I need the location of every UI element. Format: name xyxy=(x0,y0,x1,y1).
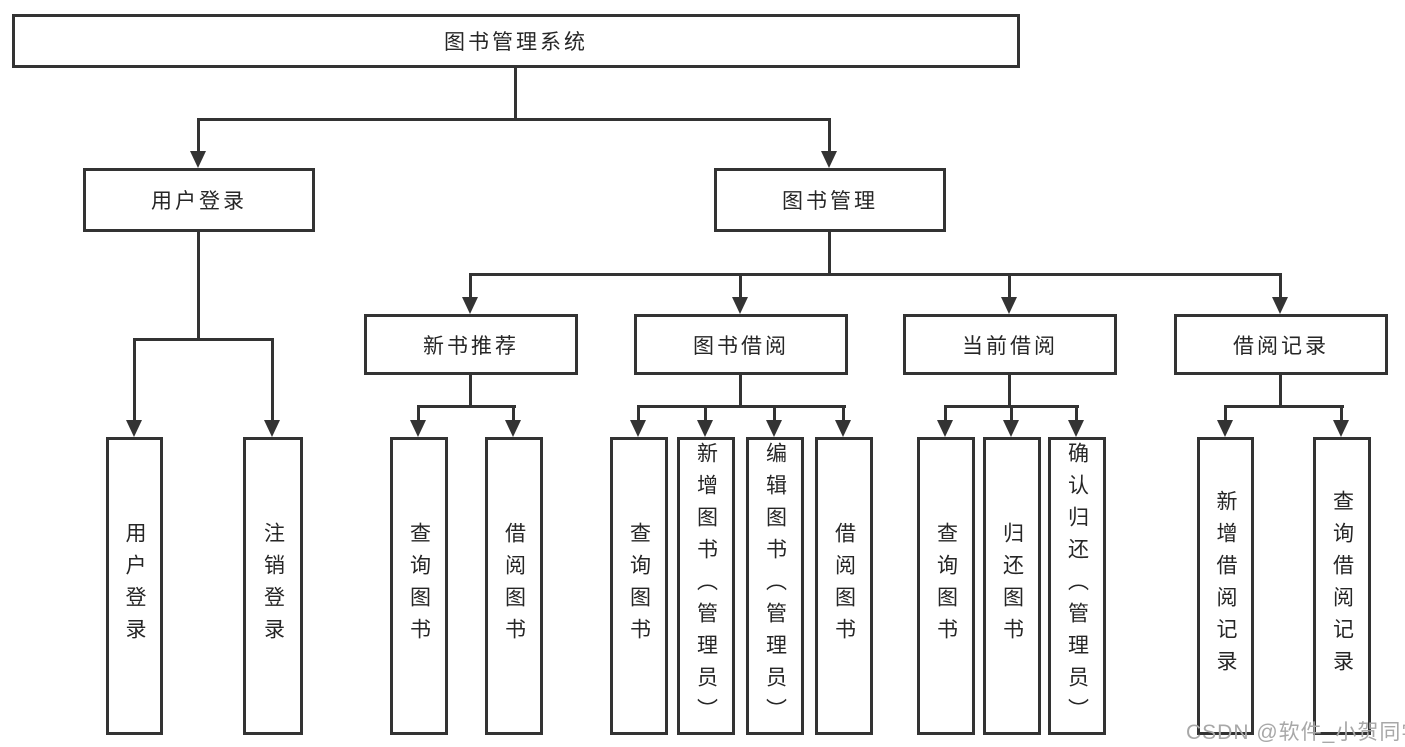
arrowhead-current-borrow xyxy=(1001,297,1017,314)
arrowhead-bb-edit xyxy=(766,420,782,437)
connector-drop-br-query xyxy=(1340,405,1343,424)
leaf-label: 查询借阅记录 xyxy=(1330,490,1354,682)
arrowhead-bb-borrow xyxy=(835,420,851,437)
connector-book-mgmt-stub xyxy=(828,232,831,276)
connector-user-login-bus xyxy=(133,338,274,341)
node-library-management-system: 图书管理系统 xyxy=(12,14,1020,68)
leaf-bb-edit-books-admin: 编辑图书（管理员） xyxy=(746,437,804,735)
leaf-label: 查询图书 xyxy=(407,522,431,650)
connector-drop-bb-query xyxy=(637,405,640,424)
leaf-bb-borrow-books: 借阅图书 xyxy=(815,437,873,735)
connector-drop-br-add xyxy=(1224,405,1227,424)
leaf-label: 查询图书 xyxy=(934,522,958,650)
arrowhead-leaf-user-login xyxy=(126,420,142,437)
connector-root-stub xyxy=(514,68,517,121)
connector-user-login-stub xyxy=(197,232,200,341)
connector-root-bus xyxy=(198,118,831,121)
connector-drop-cb-confirm xyxy=(1075,405,1078,424)
arrowhead-book-borrow xyxy=(732,297,748,314)
connector-drop-rec-query xyxy=(417,405,420,424)
connector-borrow-records-stub xyxy=(1279,375,1282,408)
leaf-label: 确认归还（管理员） xyxy=(1065,442,1089,730)
leaf-cb-confirm-return-admin: 确认归还（管理员） xyxy=(1048,437,1106,735)
leaf-br-query-record: 查询借阅记录 xyxy=(1313,437,1371,735)
connector-drop-new-book-rec xyxy=(469,273,472,302)
arrowhead-cb-confirm xyxy=(1068,420,1084,437)
arrowhead-borrow-records xyxy=(1272,297,1288,314)
leaf-user-login: 用户登录 xyxy=(106,437,163,735)
connector-current-borrow-stub xyxy=(1008,375,1011,408)
connector-drop-leaf-user-login xyxy=(133,338,136,424)
connector-drop-bb-edit xyxy=(773,405,776,424)
node-label: 图书管理 xyxy=(782,190,878,213)
connector-drop-borrow-records xyxy=(1279,273,1282,302)
connector-drop-user-login xyxy=(197,118,200,156)
connector-drop-cb-query xyxy=(944,405,947,424)
connector-drop-bb-borrow xyxy=(842,405,845,424)
arrowhead-bb-add xyxy=(697,420,713,437)
leaf-rec-borrow-books: 借阅图书 xyxy=(485,437,543,735)
arrowhead-br-query xyxy=(1333,420,1349,437)
connector-book-borrow-bus xyxy=(638,405,846,408)
node-borrowing-records: 借阅记录 xyxy=(1174,314,1388,375)
leaf-label: 用户登录 xyxy=(123,522,146,650)
node-user-login: 用户登录 xyxy=(83,168,315,232)
leaf-label: 注销登录 xyxy=(261,522,285,650)
connector-drop-leaf-logout xyxy=(271,338,274,424)
connector-drop-book-borrow xyxy=(739,273,742,302)
node-label: 用户登录 xyxy=(151,190,247,213)
connector-drop-bb-add xyxy=(704,405,707,424)
node-book-management: 图书管理 xyxy=(714,168,946,232)
leaf-label: 新增图书（管理员） xyxy=(694,442,718,730)
connector-new-book-rec-bus xyxy=(418,405,516,408)
connector-book-borrow-stub xyxy=(739,375,742,408)
node-label: 新书推荐 xyxy=(423,334,519,358)
connector-drop-cb-return xyxy=(1010,405,1013,424)
node-label: 当前借阅 xyxy=(962,334,1058,358)
csdn-watermark: CSDN @软件_小贺同学 xyxy=(1186,721,1405,744)
arrowhead-rec-query xyxy=(410,420,426,437)
arrowhead-rec-borrow xyxy=(505,420,521,437)
connector-drop-rec-borrow xyxy=(512,405,515,424)
connector-drop-current-borrow xyxy=(1008,273,1011,302)
leaf-label: 新增借阅记录 xyxy=(1214,490,1237,682)
node-book-borrowing: 图书借阅 xyxy=(634,314,848,375)
node-label: 借阅记录 xyxy=(1233,334,1329,358)
arrowhead-book-mgmt xyxy=(821,151,837,168)
leaf-bb-query-books: 查询图书 xyxy=(610,437,668,735)
node-new-book-recommend: 新书推荐 xyxy=(364,314,578,375)
leaf-cb-return-books: 归还图书 xyxy=(983,437,1041,735)
node-label: 图书借阅 xyxy=(693,334,789,358)
leaf-label: 编辑图书（管理员） xyxy=(763,442,787,730)
arrowhead-new-book-rec xyxy=(462,297,478,314)
arrowhead-bb-query xyxy=(630,420,646,437)
arrowhead-cb-query xyxy=(937,420,953,437)
leaf-br-add-record: 新增借阅记录 xyxy=(1197,437,1254,735)
connector-drop-book-mgmt xyxy=(828,118,831,156)
leaf-label: 借阅图书 xyxy=(832,522,856,650)
connector-new-book-rec-stub xyxy=(469,375,472,408)
arrowhead-cb-return xyxy=(1003,420,1019,437)
leaf-label: 查询图书 xyxy=(627,522,651,650)
leaf-logout-login: 注销登录 xyxy=(243,437,303,735)
connector-book-mgmt-bus xyxy=(470,273,1282,276)
arrowhead-user-login xyxy=(190,151,206,168)
leaf-label: 借阅图书 xyxy=(502,522,526,650)
arrowhead-leaf-logout xyxy=(264,420,280,437)
node-label: 图书管理系统 xyxy=(444,31,588,54)
node-current-borrowing: 当前借阅 xyxy=(903,314,1117,375)
leaf-rec-query-books: 查询图书 xyxy=(390,437,448,735)
leaf-bb-add-books-admin: 新增图书（管理员） xyxy=(677,437,735,735)
leaf-label: 归还图书 xyxy=(1000,522,1024,650)
leaf-cb-query-books: 查询图书 xyxy=(917,437,975,735)
connector-borrow-records-bus xyxy=(1224,405,1344,408)
arrowhead-br-add xyxy=(1217,420,1233,437)
